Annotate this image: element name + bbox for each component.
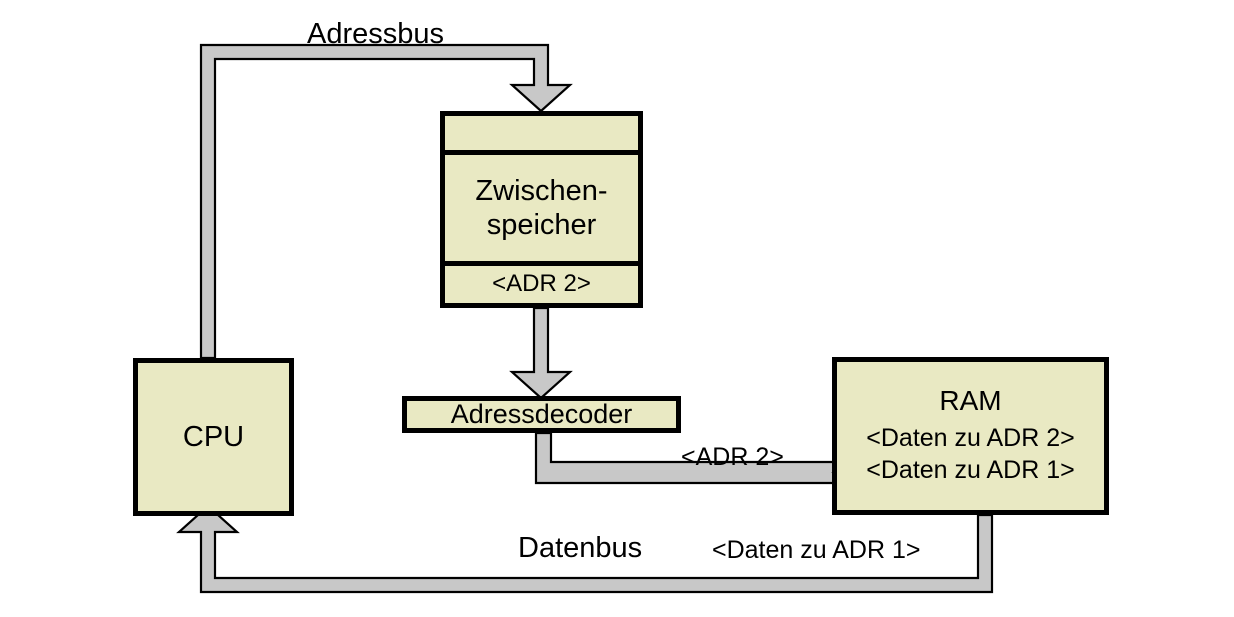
- node-ram-row-1: <Daten zu ADR 1>: [866, 455, 1075, 484]
- node-ram-title: RAM: [939, 384, 1002, 416]
- node-ram-row-0: <Daten zu ADR 2>: [866, 424, 1075, 453]
- node-zwischenspeicher-label: Zwischen- speicher: [445, 155, 638, 266]
- node-zwischenspeicher[interactable]: Zwischen- speicher <ADR 2>: [440, 111, 643, 308]
- connector-adressbus: [199, 43, 573, 360]
- label-datenbus: Datenbus: [518, 532, 643, 564]
- node-adressdecoder-label: Adressdecoder: [450, 398, 633, 429]
- node-cpu-label: CPU: [182, 420, 245, 453]
- node-cpu[interactable]: CPU: [133, 358, 294, 516]
- node-zwischenspeicher-label-line1: Zwischen-: [475, 174, 608, 207]
- label-daten-zu-adr1: <Daten zu ADR 1>: [712, 536, 921, 564]
- node-adressdecoder[interactable]: Adressdecoder: [402, 396, 681, 433]
- connector-buffer-to-decoder: [509, 306, 573, 400]
- node-zwischenspeicher-value: <ADR 2>: [492, 270, 591, 298]
- label-adr2-on-arrow: <ADR 2>: [681, 443, 784, 471]
- node-ram[interactable]: RAM <Daten zu ADR 2> <Daten zu ADR 1>: [832, 357, 1109, 515]
- connector-datenbus: [176, 504, 994, 594]
- node-zwischenspeicher-top-cell: [445, 116, 638, 155]
- node-zwischenspeicher-label-line2: speicher: [486, 209, 597, 241]
- label-adressbus: Adressbus: [307, 18, 445, 50]
